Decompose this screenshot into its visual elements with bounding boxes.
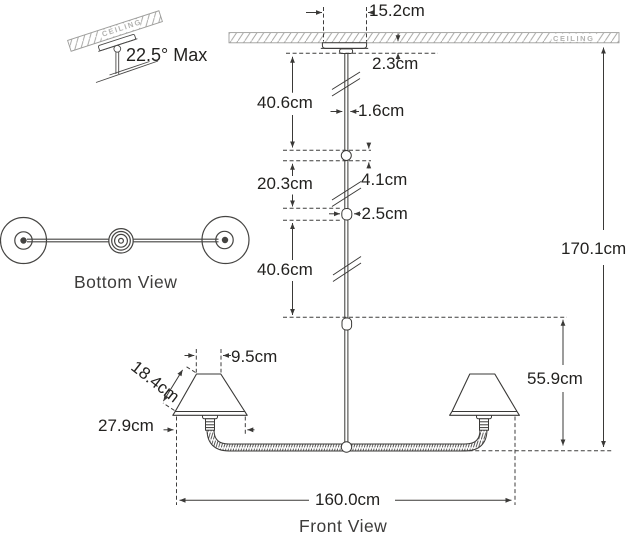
dim-canopy-width-label: 15.2cm	[369, 1, 425, 20]
fixture-arm	[206, 429, 488, 453]
ceiling-band	[228, 32, 620, 44]
dim-fixture-width-label: 160.0cm	[315, 490, 381, 509]
dim-upper-rod-label: 40.6cm	[257, 93, 313, 112]
bottom-view-title: Bottom View	[74, 272, 178, 292]
dim-coupler-diameter-label: 2.5cm	[361, 204, 408, 223]
dim-fixture-height-label: 55.9cm	[527, 368, 583, 388]
front-view-title: Front View	[299, 515, 388, 536]
hanging-rod	[331, 53, 362, 444]
lower-ferrule	[341, 317, 353, 331]
ceiling-text: CEILING	[553, 33, 595, 43]
extension-lines	[162, 7, 612, 505]
left-shade	[172, 373, 248, 416]
dim-rod-diameter-label: 1.6cm	[358, 100, 405, 120]
left-shade-bottom-circle	[0, 216, 48, 265]
coupler-knob	[341, 208, 353, 221]
dim-shade-bottom-label: 27.9cm	[98, 416, 154, 435]
center-junction-ball	[340, 441, 353, 453]
center-canopy-circle	[108, 228, 134, 254]
sloped-ceiling-icon	[67, 10, 163, 83]
bottom-view-drawing	[0, 215, 250, 265]
right-shade	[449, 373, 520, 416]
dim-middle-rod-label: 20.3cm	[257, 173, 313, 193]
max-tilt-label: 22.5° Max	[126, 45, 208, 65]
right-shade-bottom-circle	[201, 215, 250, 265]
dimension-lines	[162, 10, 606, 503]
swivel-connector	[340, 150, 352, 161]
dim-shade-top-label: 9.5cm	[231, 346, 278, 366]
dim-canopy-height-label: 2.3cm	[372, 54, 419, 73]
dim-connector-length-label: 4.1cm	[361, 170, 408, 189]
dim-lower-rod-label: 40.6cm	[257, 260, 313, 279]
dim-overall-drop-label: 170.1cm	[561, 238, 627, 258]
canopy	[320, 42, 369, 55]
